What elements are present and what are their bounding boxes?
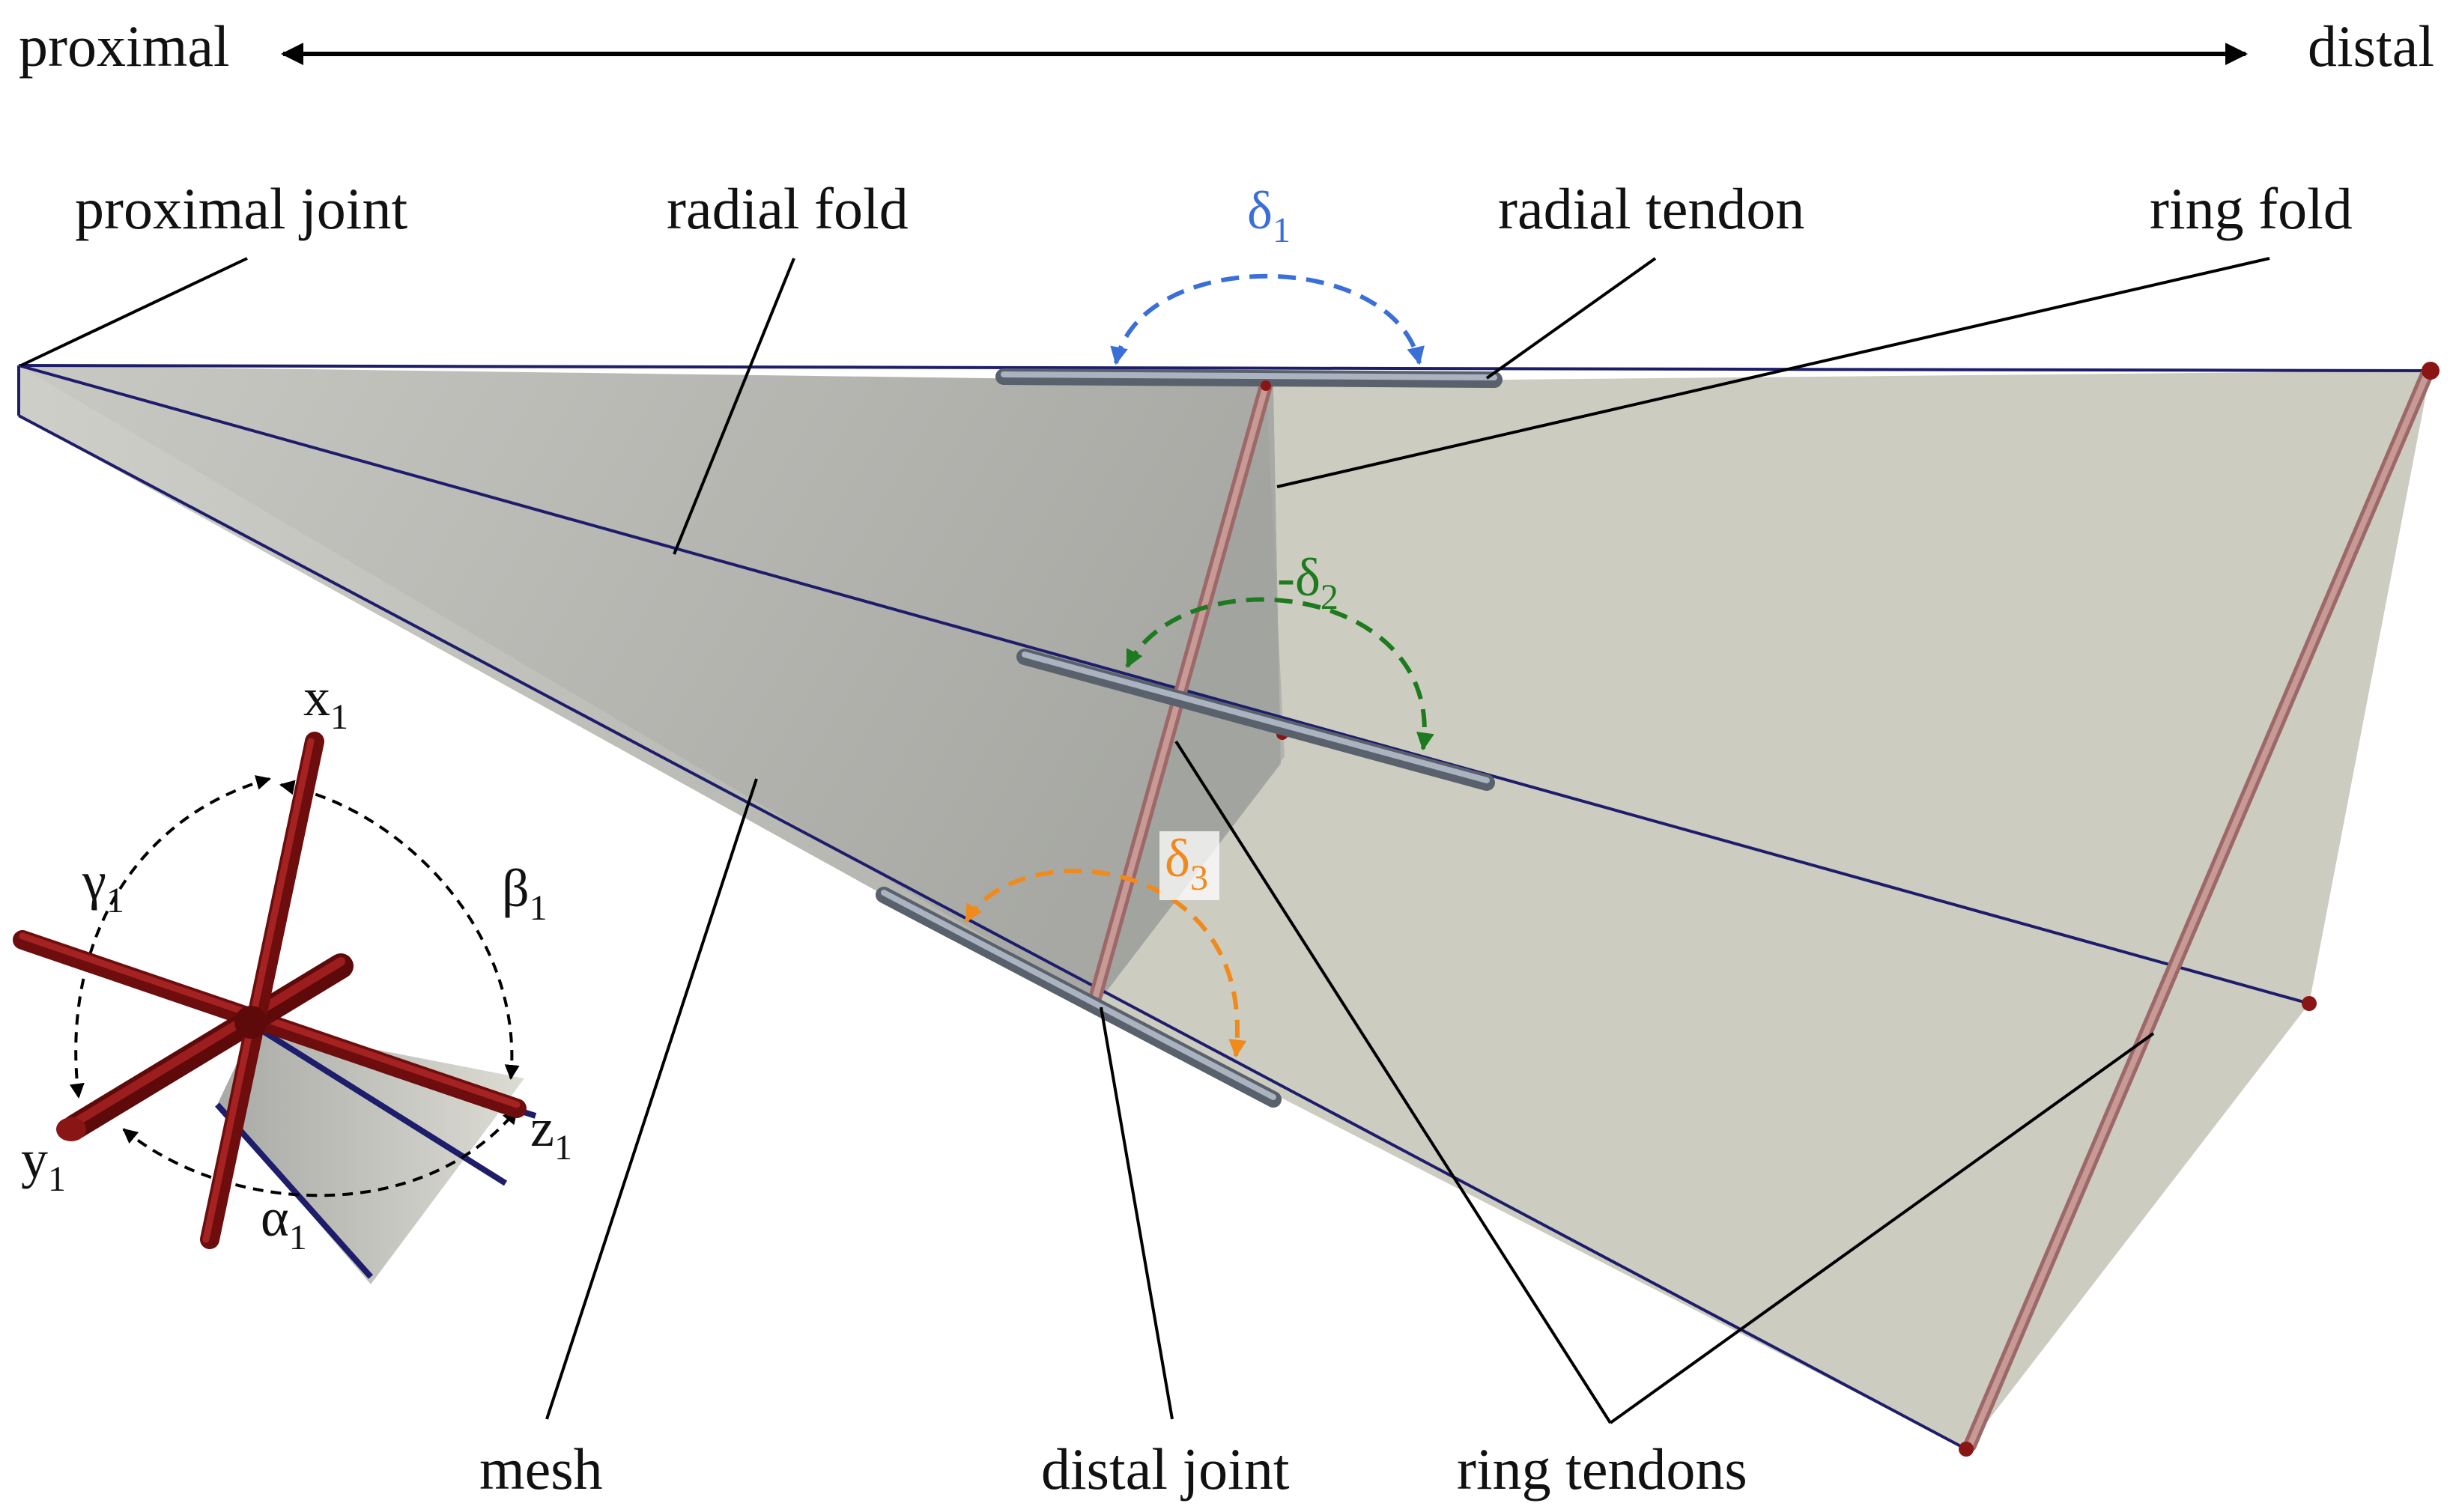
delta3-label-backdrop: [1159, 831, 1219, 900]
z-axis-rod: [13, 930, 527, 1118]
delta2-label: -δ2: [1277, 547, 1338, 617]
radial-tendon-1-highlight: [1001, 371, 1497, 380]
x-axis-rod-highlight: [202, 738, 315, 1243]
ring-tendon-2-highlight: [1967, 371, 2430, 1448]
delta-angle-arcs: [964, 273, 1434, 1058]
part-labels: proximal joint radial fold radial tendon…: [75, 176, 2353, 1502]
distal-mesh-panel: [1097, 371, 2431, 1449]
y-axis-end: [56, 1117, 86, 1141]
alpha1-label: α1: [261, 1188, 307, 1257]
leader-ring-fold: [1276, 257, 2270, 488]
delta1-arc: [1110, 273, 1425, 365]
leader-radial-fold: [673, 258, 795, 555]
gamma-arc: [69, 775, 271, 1099]
joint-frame-inset: x1 y1 z1 α1 β1 γ1: [13, 667, 572, 1284]
y1-label: y1: [21, 1129, 66, 1199]
leader-radial-tendon: [1485, 257, 1657, 380]
delta3-arc: [964, 868, 1247, 1058]
ring-node: [1959, 1442, 1974, 1457]
radial-fold-label: radial fold: [667, 176, 909, 241]
leader-ring-tendon-1: [1174, 740, 1612, 1424]
direction-indicator: proximal distal: [19, 13, 2434, 79]
leader-distal-joint: [1100, 1007, 1174, 1420]
ring-node: [2302, 996, 2317, 1011]
y-axis-rod-highlight: [70, 957, 345, 1127]
delta1-label: δ1: [1247, 180, 1291, 250]
leader-mesh: [545, 778, 758, 1420]
frame-origin: [234, 1006, 267, 1039]
beta1-label: β1: [502, 858, 548, 928]
leader-ring-tendon-2: [1609, 1032, 2155, 1424]
distal-direction-label: distal: [2308, 13, 2434, 79]
alpha-arc: [122, 1108, 518, 1197]
leader-lines: [20, 257, 2270, 1424]
z1-label: z1: [530, 1098, 572, 1168]
upper-mesh-panel: [19, 365, 1281, 1004]
leader-proximal-joint: [20, 257, 248, 367]
mesh-label: mesh: [479, 1436, 603, 1502]
beta-arc: [279, 780, 520, 1080]
delta3-label: δ3: [1165, 828, 1208, 898]
x-axis-rod: [200, 732, 324, 1249]
proximal-direction-label: proximal: [19, 13, 230, 79]
tendon-node: [1261, 380, 1271, 391]
top-fold-line: [18, 364, 2431, 372]
radial-tendon-label: radial tendon: [1498, 176, 1804, 241]
delta2-arc: [1125, 597, 1434, 751]
x1-label: x1: [303, 667, 348, 737]
gamma1-label: γ1: [82, 851, 124, 920]
distal-joint-label: distal joint: [1041, 1436, 1290, 1502]
ring-node: [2422, 362, 2440, 380]
ring-fold-label: ring fold: [2150, 176, 2353, 241]
ring-tendons-label: ring tendons: [1457, 1436, 1747, 1502]
proximal-joint-label: proximal joint: [75, 176, 407, 241]
